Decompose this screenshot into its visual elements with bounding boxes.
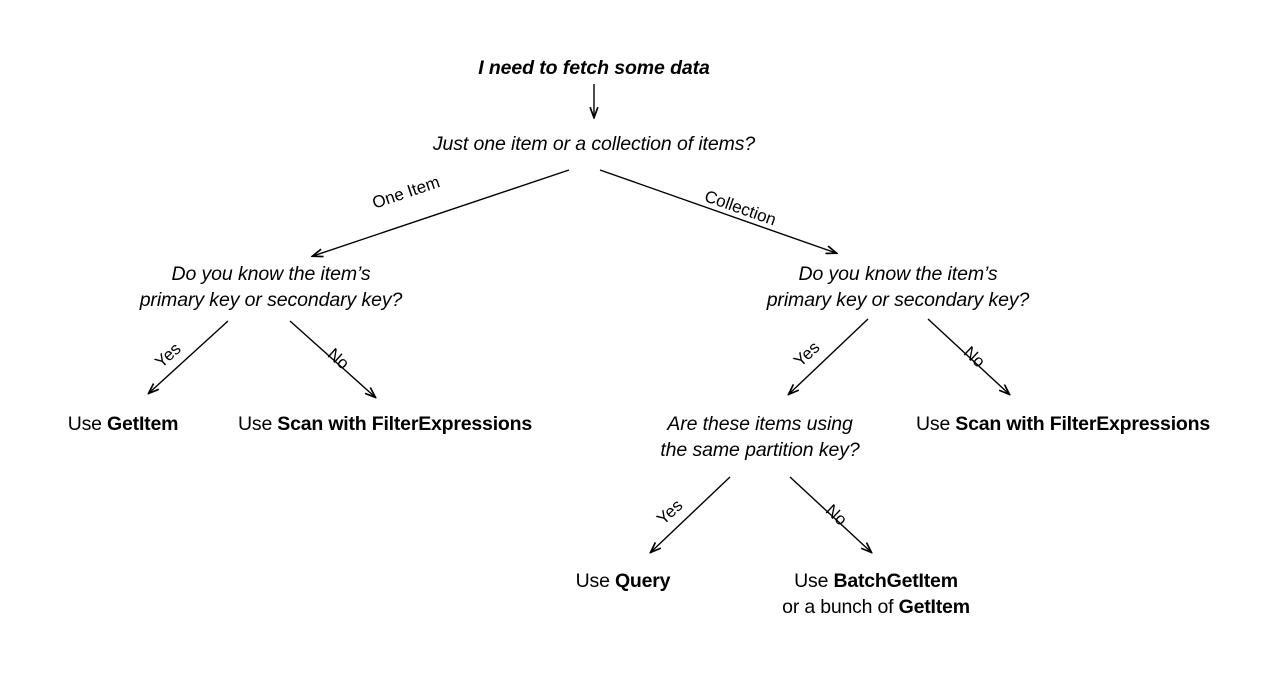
node-question-left-key-line1: Do you know the item’s xyxy=(171,263,371,285)
edge-label-yes-partition: Yes xyxy=(653,495,687,529)
node-leaf-scan-right: Use Scan with FilterExpressions xyxy=(916,412,1210,438)
node-leaf-batchgetitem: Use BatchGetItem or a bunch of GetItem xyxy=(782,569,970,620)
node-leaf-query-prefix: Use xyxy=(575,570,615,592)
edge-label-no-left: No xyxy=(324,344,353,374)
node-leaf-batchgetitem-line2-prefix: or a bunch of xyxy=(782,595,899,618)
edge-label-one-item: One Item xyxy=(369,172,443,213)
edge-label-no-partition: No xyxy=(821,500,851,530)
node-leaf-query-bold: Query xyxy=(614,570,671,592)
node-question-count-label: Just one item or a collection of items? xyxy=(432,133,756,155)
node-root-label: I need to fetch some data xyxy=(478,57,710,79)
node-leaf-batchgetitem-line1: Use BatchGetItem xyxy=(782,569,970,595)
edge-count-to-left-key xyxy=(313,169,570,256)
node-leaf-scan-right-bold: Scan with FilterExpressions xyxy=(955,413,1210,435)
node-leaf-batchgetitem-prefix: Use xyxy=(794,570,834,592)
node-question-right-key-line1: Do you know the item’s xyxy=(798,263,998,285)
edge-label-yes-right: Yes xyxy=(790,337,824,371)
edge-label-yes-left: Yes xyxy=(151,339,185,372)
node-leaf-getitem: Use GetItem xyxy=(68,412,179,438)
node-question-right-key-line2: primary key or secondary key? xyxy=(766,288,1030,311)
node-leaf-batchgetitem-line2-bold: GetItem xyxy=(898,595,970,618)
node-leaf-batchgetitem-bold: BatchGetItem xyxy=(833,570,958,592)
edge-label-no-right: No xyxy=(959,342,989,372)
node-leaf-scan-left-text: Use Scan with FilterExpressions xyxy=(238,412,532,438)
node-root: I need to fetch some data xyxy=(478,56,710,82)
node-leaf-query-text: Use Query xyxy=(576,569,671,595)
node-question-left-key: Do you know the item’s primary key or se… xyxy=(140,262,403,313)
node-leaf-getitem-text: Use GetItem xyxy=(68,412,179,438)
node-leaf-getitem-prefix: Use xyxy=(67,413,108,435)
edge-label-collection: Collection xyxy=(701,186,779,230)
node-leaf-batchgetitem-line2: or a bunch of GetItem xyxy=(782,595,970,621)
node-leaf-scan-right-text: Use Scan with FilterExpressions xyxy=(916,412,1210,438)
node-question-right-key: Do you know the item’s primary key or se… xyxy=(767,262,1030,313)
node-leaf-query: Use Query xyxy=(576,569,671,595)
node-leaf-getitem-bold: GetItem xyxy=(107,413,179,435)
node-question-partition-line2: the same partition key? xyxy=(660,438,860,461)
node-leaf-scan-left-prefix: Use xyxy=(238,413,278,435)
node-leaf-scan-left: Use Scan with FilterExpressions xyxy=(238,412,532,438)
node-leaf-scan-right-prefix: Use xyxy=(916,413,956,435)
node-question-left-key-line2: primary key or secondary key? xyxy=(139,288,403,311)
node-question-count: Just one item or a collection of items? xyxy=(433,132,755,158)
node-leaf-scan-left-bold: Scan with FilterExpressions xyxy=(277,413,532,435)
node-question-partition: Are these items using the same partition… xyxy=(660,412,859,463)
node-question-partition-line1: Are these items using xyxy=(667,413,853,435)
